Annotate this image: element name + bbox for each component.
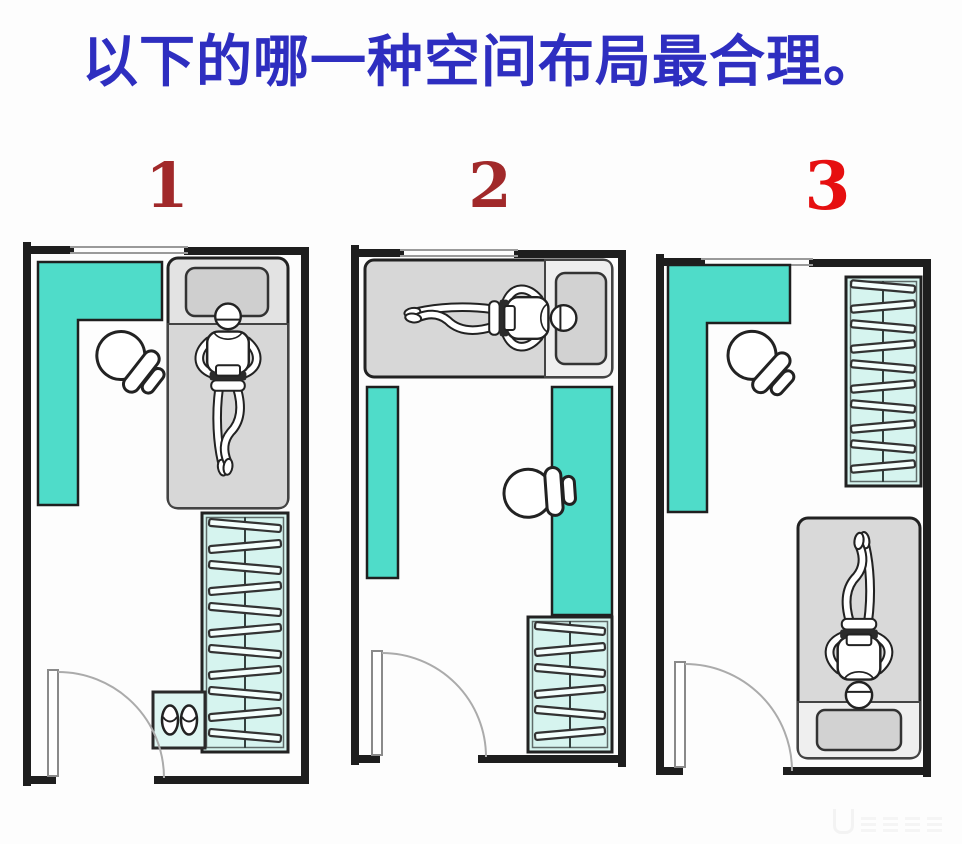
- office-chair-icon: [85, 320, 175, 405]
- walls: [23, 242, 309, 786]
- option-2-number: 2: [468, 149, 512, 222]
- page-title: 以下的哪一种空间布局最合理。: [82, 30, 880, 93]
- shoe-mat: [151, 690, 207, 750]
- bed: [796, 516, 922, 760]
- wardrobe: [526, 615, 614, 754]
- window: [400, 249, 518, 257]
- option-2-floor-plan[interactable]: [350, 243, 630, 782]
- option-1-floor-plan[interactable]: [22, 240, 312, 788]
- option-3-floor-plan[interactable]: [655, 250, 932, 787]
- window: [70, 246, 188, 254]
- walls: [656, 254, 931, 777]
- slippers-icon: [160, 704, 180, 736]
- walls: [351, 245, 626, 767]
- option-3-number: 3: [804, 147, 851, 225]
- wardrobe: [844, 275, 923, 488]
- watermark: [833, 809, 942, 834]
- watermark-logo-icon: [833, 809, 854, 834]
- wardrobe: [200, 511, 290, 754]
- door: [371, 650, 487, 758]
- option-1-number: 1: [145, 149, 189, 222]
- door: [674, 661, 793, 772]
- desk: [666, 263, 792, 514]
- office-chair-icon: [716, 319, 805, 407]
- desk: [36, 260, 164, 507]
- door: [47, 669, 165, 779]
- slippers-icon: [179, 704, 199, 736]
- pillow: [815, 708, 903, 752]
- desk-left: [365, 385, 400, 580]
